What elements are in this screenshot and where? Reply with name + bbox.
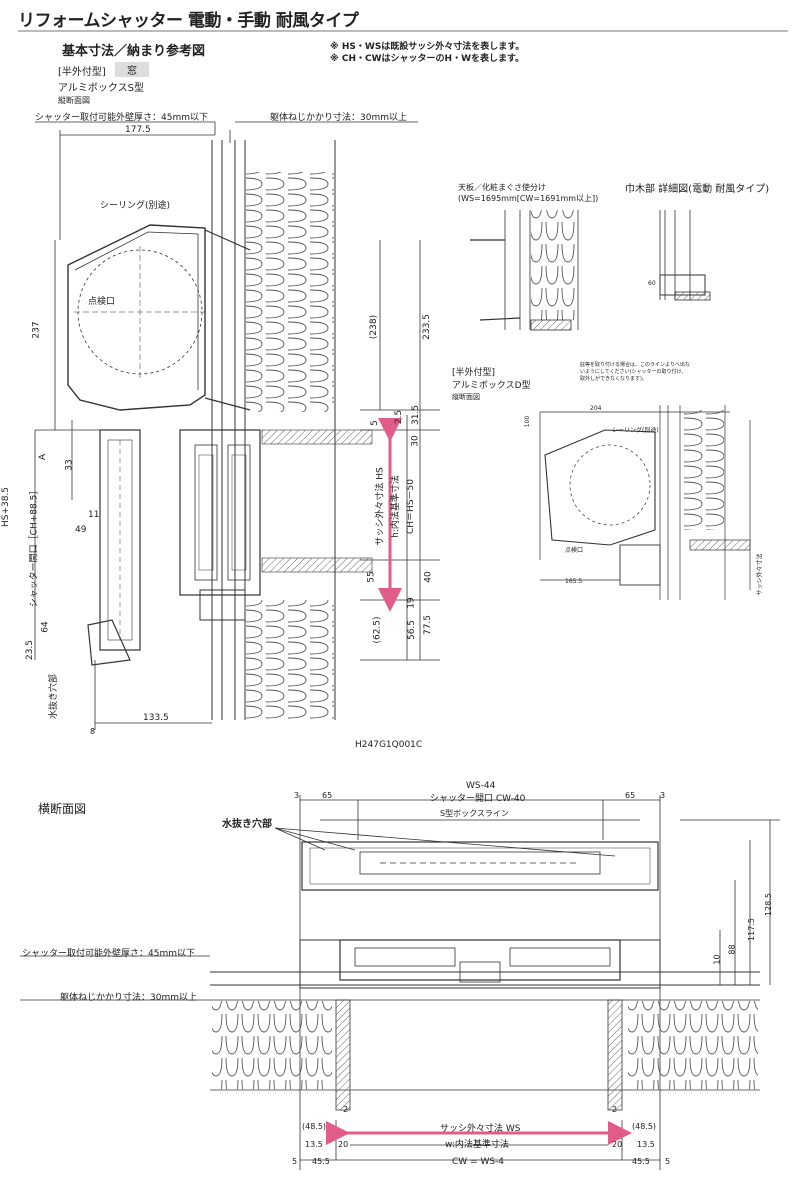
detail-top-label2: (WS=1695mm[CW=1691mm以上]) xyxy=(458,194,599,203)
dim-237: 237 xyxy=(31,321,42,339)
box-type: アルミボックスS型 xyxy=(58,83,144,94)
hs-d455b: 45.5 xyxy=(632,1157,650,1166)
subtitle: 基本寸法／納まり参考図 xyxy=(62,44,206,59)
detail-d-fitting: [半外付型] xyxy=(452,368,496,378)
bottom-width: 133.5 xyxy=(143,713,169,723)
dim-40: 40 xyxy=(423,571,434,583)
dim-238: (238) xyxy=(369,314,380,340)
hs-d3a: 3 xyxy=(294,791,300,800)
ch-eq-label: CH＝HS－50 xyxy=(406,479,416,534)
hs-d88: 88 xyxy=(727,944,737,955)
hs-d5b: 5 xyxy=(665,1157,671,1166)
detail-top-label1: 天板／化粧まぐさ使分け xyxy=(458,183,546,192)
dim-hs385: HS+38.5 xyxy=(1,486,12,528)
fitting-type: [半外付型] xyxy=(58,67,106,78)
horizontal-label: 横断面図 xyxy=(38,802,87,816)
hs-screw-depth: 躯体ねじかかり寸法：30mm以上 xyxy=(60,993,197,1003)
sealing-label: シーリング(別途) xyxy=(100,201,171,211)
inner-h-label: h:内法基準寸法 xyxy=(390,475,401,538)
hs-d485a: (48.5) xyxy=(302,1122,327,1131)
hs-opening: シャッター開口 CW-40 xyxy=(430,794,526,804)
hs-d1285: 128.5 xyxy=(763,893,773,916)
detail-d-inspection: 点検口 xyxy=(565,547,584,554)
width-dim: 177.5 xyxy=(125,125,151,135)
hs-d10: 10 xyxy=(712,954,722,965)
hs-wall-thickness: シャッター取付可能外壁厚さ：45mm以下 xyxy=(22,949,195,959)
hs-d2b: 2 xyxy=(612,1105,618,1114)
detail-d-type xyxy=(539,405,751,600)
hs-drain: 水抜き穴部 xyxy=(222,819,272,830)
hs-inner-w: w:内法基準寸法 xyxy=(445,1140,509,1150)
fitting-badge: 窓 xyxy=(115,62,149,77)
wall-thickness-label: シャッター取付可能外壁厚さ：45mm以下 xyxy=(35,113,208,123)
page-title: リフォームシャッター 電動・手動 耐風タイプ xyxy=(18,11,359,31)
detail-top-dim60: 60 xyxy=(648,280,656,287)
dim-625: (62.5) xyxy=(372,616,383,644)
dim-19: 19 xyxy=(406,597,417,609)
hs-d135b: 13.5 xyxy=(637,1140,655,1149)
sash-hs-label: サッシ外々寸法 HS xyxy=(375,467,386,546)
dim-5: 5 xyxy=(369,420,380,426)
note-2: ※ CH・CWはシャッターのH・Wを表します。 xyxy=(330,54,525,64)
dim-a: A xyxy=(38,453,49,461)
hs-cw-eq: CW = WS-4 xyxy=(452,1157,505,1167)
detail-top-title: 巾木部 詳細図(電動 耐風タイプ) xyxy=(625,184,770,195)
dim-2335: 233.5 xyxy=(421,314,432,340)
detail-d-1655: 165.5 xyxy=(565,578,583,585)
detail-d-note: 庇等を取り付ける場合は、このラインよりへ出ないようにしてください(シャッターの取… xyxy=(580,362,690,382)
hs-d65b: 65 xyxy=(625,791,636,800)
hs-d485b: (48.5) xyxy=(632,1122,657,1131)
inspection-label: 点検口 xyxy=(88,297,116,307)
dim-25: 2.5 xyxy=(394,409,405,425)
vertical-section xyxy=(34,121,440,730)
detail-d-sash: サッシ外々寸法 xyxy=(756,553,764,596)
note-1: ※ HS・WSは既設サッシ外々寸法を表します。 xyxy=(330,42,525,52)
hs-sash-ws: サッシ外々寸法 WS xyxy=(440,1124,521,1134)
dim-opening: シャッター開口［CH+88.5］ xyxy=(29,485,40,608)
detail-d-100: 100 xyxy=(524,415,532,428)
hs-d1175: 117.5 xyxy=(746,918,756,941)
hs-d3b: 3 xyxy=(660,791,666,800)
detail-d-204: 204 xyxy=(590,405,602,412)
dim-55: 55 xyxy=(366,571,377,583)
drawing-code: H247G1Q001C xyxy=(355,740,423,750)
dim-235: 23.5 xyxy=(25,639,36,661)
hs-d455a: 45.5 xyxy=(312,1157,330,1166)
detail-d-sealing: シーリング(別途) xyxy=(612,427,659,434)
dim-11: 11 xyxy=(88,510,100,520)
hs-d65a: 65 xyxy=(322,791,333,800)
dim-33: 33 xyxy=(64,459,75,471)
detail-d-box: アルミボックスD型 xyxy=(452,381,531,391)
dim-775: 77.5 xyxy=(423,614,434,636)
dim-565: 56.5 xyxy=(407,619,418,641)
screw-depth-label: 躯体ねじかかり寸法：30mm以上 xyxy=(270,113,407,123)
title-rule xyxy=(18,30,788,32)
hs-d2a: 2 xyxy=(343,1105,349,1114)
section-label: 縦断面図 xyxy=(58,96,90,105)
dim-49: 49 xyxy=(75,525,87,535)
detail-top xyxy=(470,210,711,331)
dim-30: 30 xyxy=(410,435,421,447)
hs-ws44: WS-44 xyxy=(466,781,496,791)
dim-64: 64 xyxy=(40,621,51,633)
hs-boxline: S型ボックスライン xyxy=(440,809,509,818)
dim-8: 8 xyxy=(90,727,96,736)
hs-d5a: 5 xyxy=(292,1157,298,1166)
hs-d135a: 13.5 xyxy=(305,1140,323,1149)
horizontal-section xyxy=(20,795,780,1170)
detail-d-section: 縦断面図 xyxy=(452,393,480,401)
hs-d20a: 20 xyxy=(338,1140,349,1149)
dim-315: 31.5 xyxy=(411,404,422,426)
hs-d20b: 20 xyxy=(612,1140,623,1149)
drain-label: 水抜き穴部 xyxy=(49,673,60,720)
